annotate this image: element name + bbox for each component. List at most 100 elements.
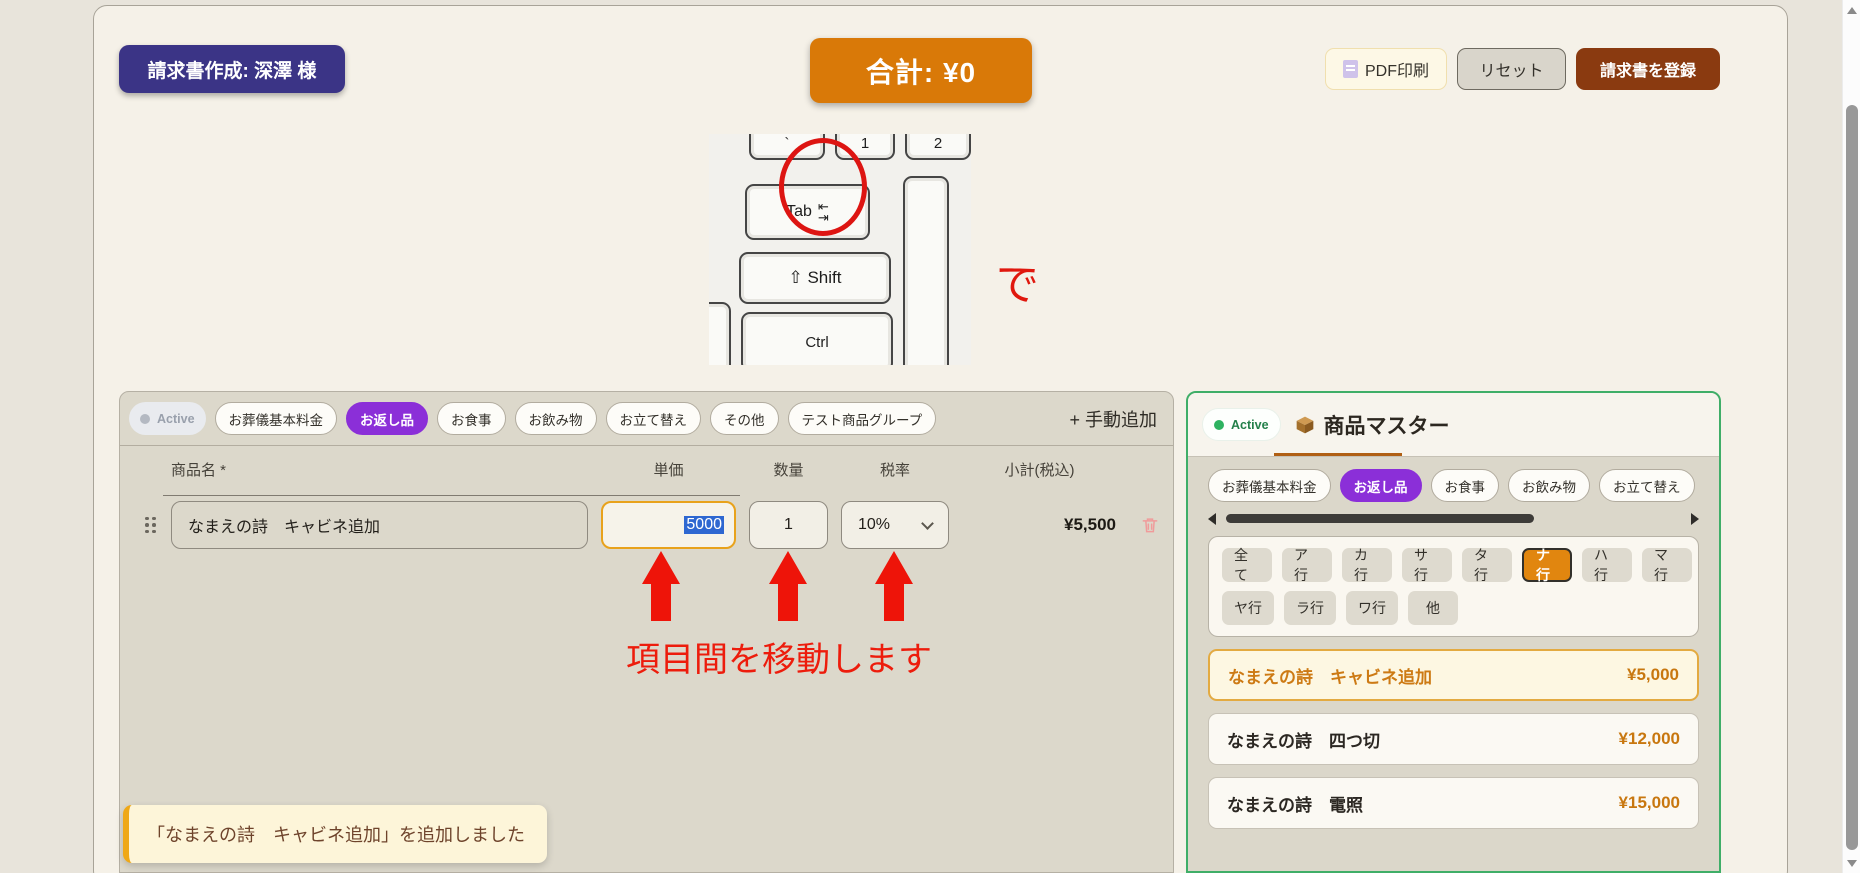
de-annotation-text: で <box>992 257 1041 312</box>
red-arrow-annotation-unit-price <box>642 551 680 621</box>
pdf-document-icon <box>1342 60 1358 78</box>
group-tab-funeral-basic[interactable]: お葬儀基本料金 <box>214 402 338 435</box>
one-key-label: 1 <box>860 135 870 152</box>
master-group-funeral-basic[interactable]: お葬儀基本料金 <box>1208 469 1331 502</box>
drag-dots-icon <box>145 516 156 534</box>
register-invoice-button[interactable]: 請求書を登録 <box>1576 48 1720 90</box>
group-tab-meals[interactable]: お食事 <box>437 402 506 435</box>
shift-key-label: ⇧ Shift <box>788 268 842 287</box>
reset-button[interactable]: リセット <box>1457 48 1566 90</box>
active-tab-underline <box>1274 453 1402 456</box>
register-label: 請求書を登録 <box>1599 63 1696 80</box>
col-header-subtotal: 小計(税込) <box>1004 462 1075 479</box>
product-master-panel: Active 商品マスター お葬儀基本料金 お返し品 お食事 お飲み物 お立て替… <box>1186 391 1721 873</box>
pdf-print-label: PDF印刷 <box>1364 63 1429 80</box>
kana-filter-other[interactable]: 他 <box>1408 591 1458 625</box>
group-tab-advance[interactable]: お立て替え <box>605 402 702 435</box>
kana-filter-ka[interactable]: カ行 <box>1342 547 1392 583</box>
group-tab-test-group[interactable]: テスト商品グループ <box>787 402 937 435</box>
package-box-icon <box>1296 416 1313 433</box>
invoice-title-label: 請求書作成: 深澤 様 <box>147 60 317 82</box>
master-group-advance[interactable]: お立て替え <box>1599 469 1695 502</box>
keyboard-figure-image: ` 1 2 Tab ⇤ ⇥ ⇧ Shift Ctrl <box>709 134 971 365</box>
invoice-item-row: 5000 10% ¥5,500 <box>145 501 1170 549</box>
master-group-drinks[interactable]: お飲み物 <box>1508 469 1590 502</box>
red-arrow-annotation-tax <box>875 551 913 621</box>
backtick-key-label: ` <box>784 135 790 152</box>
quantity-input[interactable] <box>749 501 828 549</box>
items-panel-header: Active お葬儀基本料金 お返し品 お食事 お飲み物 お立て替え その他 テ… <box>120 392 1173 446</box>
total-amount-label: 合計: ¥0 <box>865 56 977 88</box>
chevron-down-icon <box>921 516 934 530</box>
master-group-return-gifts[interactable]: お返し品 <box>1339 469 1422 502</box>
ctrl-key: Ctrl <box>741 312 893 365</box>
group-tab-drinks[interactable]: お飲み物 <box>514 402 597 435</box>
invoice-title-badge: 請求書作成: 深澤 様 <box>119 45 345 93</box>
horizontal-scroll-thumb[interactable] <box>1226 514 1534 523</box>
items-table-header: 商品名 * 単価 数量 税率 小計(税込) <box>145 459 1130 480</box>
group-tab-return-gifts[interactable]: お返し品 <box>346 402 429 435</box>
product-item-densho[interactable]: なまえの詩 電照 ¥15,000 <box>1208 777 1699 829</box>
red-arrow-annotation-quantity <box>769 551 807 621</box>
master-group-meals[interactable]: お食事 <box>1430 469 1499 502</box>
items-active-badge: Active <box>129 402 206 435</box>
master-title-label: 商品マスター <box>1323 414 1450 438</box>
kana-filter-ya[interactable]: ヤ行 <box>1222 591 1274 625</box>
master-group-tabs: お葬儀基本料金 お返し品 お食事 お飲み物 お立て替え <box>1208 469 1699 502</box>
master-active-badge: Active <box>1202 408 1281 441</box>
two-key: 2 <box>905 134 971 160</box>
kana-filter-a[interactable]: ア行 <box>1282 547 1332 583</box>
unit-price-input-focused[interactable]: 5000 <box>601 501 736 549</box>
product-item-yotsugiri[interactable]: なまえの詩 四つ切 ¥12,000 <box>1208 713 1699 765</box>
tax-rate-value: 10% <box>858 516 891 533</box>
toast-message: 「なまえの詩 キャビネ追加」を追加しました <box>147 825 525 845</box>
row-subtotal-value: ¥5,500 <box>1064 515 1116 534</box>
kana-filter-wa[interactable]: ワ行 <box>1346 591 1398 625</box>
kana-filter-ta[interactable]: タ行 <box>1462 547 1512 583</box>
scrollbar-thumb[interactable] <box>1846 105 1858 850</box>
two-key-label: 2 <box>933 135 943 152</box>
shift-key: ⇧ Shift <box>739 252 891 304</box>
delete-row-button[interactable] <box>1130 515 1170 535</box>
kana-filter-box: 全て ア行 カ行 サ行 タ行 ナ行 ハ行 マ行 ヤ行 ラ行 ワ行 他 <box>1208 536 1699 637</box>
col-header-unit-price: 単価 <box>653 462 684 479</box>
kana-filter-sa[interactable]: サ行 <box>1402 547 1452 583</box>
page-scrollbar <box>1842 0 1860 873</box>
total-amount-badge: 合計: ¥0 <box>810 38 1032 103</box>
scroll-left-arrow[interactable] <box>1208 513 1216 525</box>
pdf-print-button[interactable]: PDF印刷 <box>1325 48 1447 90</box>
kana-filter-ha[interactable]: ハ行 <box>1582 547 1632 583</box>
product-item-cabinet[interactable]: なまえの詩 キャビネ追加 ¥5,000 <box>1208 649 1699 701</box>
manual-add-button[interactable]: + 手動追加 <box>1069 409 1157 430</box>
scrollbar-up-arrow[interactable] <box>1847 7 1857 14</box>
groups-horizontal-scrollbar <box>1208 510 1699 528</box>
move-between-fields-annotation: 項目間を移動します <box>626 641 932 679</box>
col-header-quantity: 数量 <box>773 462 804 479</box>
group-tab-other[interactable]: その他 <box>710 402 779 435</box>
master-panel-header: Active 商品マスター <box>1188 393 1719 457</box>
table-header-underline <box>163 495 740 496</box>
product-name-input[interactable] <box>171 501 588 549</box>
scroll-right-arrow[interactable] <box>1691 513 1699 525</box>
partial-key-right <box>903 176 949 365</box>
kana-filter-ma[interactable]: マ行 <box>1642 547 1692 583</box>
unit-price-selected-text: 5000 <box>684 516 724 534</box>
col-header-product-name: 商品名 * <box>171 462 227 479</box>
trash-icon <box>1142 518 1158 533</box>
inactive-dot-icon <box>140 413 150 424</box>
col-header-tax-rate: 税率 <box>879 462 910 479</box>
invoice-items-panel: Active お葬儀基本料金 お返し品 お食事 お飲み物 お立て替え その他 テ… <box>119 391 1174 873</box>
tax-rate-select[interactable]: 10% <box>841 501 949 549</box>
partial-key-left <box>709 302 731 365</box>
tab-product-master[interactable]: 商品マスター <box>1295 410 1450 440</box>
row-drag-handle[interactable] <box>145 516 171 534</box>
kana-filter-na[interactable]: ナ行 <box>1522 547 1572 583</box>
kana-filter-all[interactable]: 全て <box>1222 547 1272 583</box>
reset-label: リセット <box>1479 63 1544 80</box>
scrollbar-down-arrow[interactable] <box>1847 860 1857 867</box>
tab-highlight-circle-annotation <box>779 138 867 236</box>
ctrl-key-label: Ctrl <box>805 333 829 351</box>
kana-filter-ra[interactable]: ラ行 <box>1284 591 1336 625</box>
toast-notification: 「なまえの詩 キャビネ追加」を追加しました <box>123 805 547 863</box>
active-dot-icon <box>1214 419 1224 430</box>
